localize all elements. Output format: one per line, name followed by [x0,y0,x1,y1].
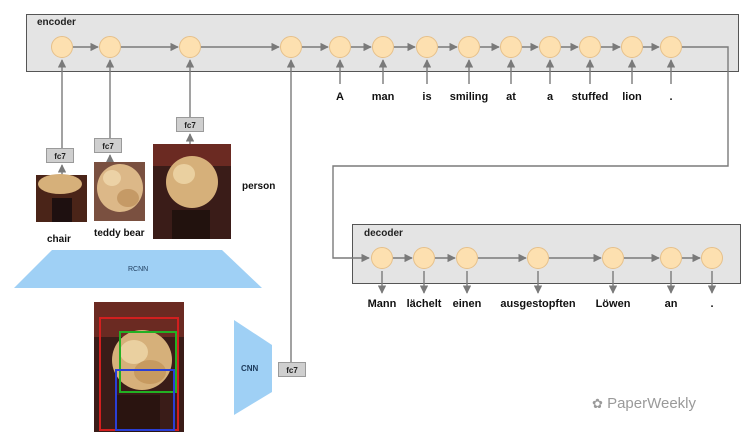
watermark: ✿ PaperWeekly [592,395,696,412]
encoder-word: lion [622,91,642,103]
encoder-word-node [660,36,682,58]
encoder-word: . [669,91,673,103]
cnn-label: CNN [241,364,259,373]
watermark-logo-icon: ✿ [592,396,603,411]
object-label-chair: chair [47,234,71,245]
rcnn-trapezoid [14,250,262,288]
decoder-word: Löwen [595,298,631,310]
decoder-word: an [664,298,678,310]
encoder-label: encoder [37,17,76,28]
encoder-image-node [51,36,73,58]
encoder-word-node [579,36,601,58]
decoder-word: . [710,298,714,310]
encoder-word-node [500,36,522,58]
encoder-word: man [371,91,395,103]
fc7-tag-chair: fc7 [46,148,74,163]
decoder-node [371,247,393,269]
encoder-word-node [539,36,561,58]
encoder-word: stuffed [571,91,609,103]
cnn-trapezoid [234,320,272,415]
encoder-word-node [621,36,643,58]
decoder-node [413,247,435,269]
decoder-word: lächelt [406,298,442,310]
decoder-word: ausgestopften [500,298,576,310]
decoder-node [456,247,478,269]
encoder-word-node [372,36,394,58]
encoder-word-node [416,36,438,58]
encoder-word: at [506,91,516,103]
fc7-tag-cnn: fc7 [278,362,306,377]
encoder-word-node [329,36,351,58]
rcnn-label: RCNN [128,266,149,273]
fc7-tag-teddy-bear: fc7 [94,138,122,153]
encoder-word-node [458,36,480,58]
object-label-teddy-bear: teddy bear [94,228,145,239]
encoder-word: is [422,91,432,103]
encoder-image-node [280,36,302,58]
encoder-to-decoder-arrow [332,46,729,263]
encoder-word: A [336,91,344,103]
decoder-word: Mann [367,298,397,310]
input-image [94,302,184,432]
encoder-word: a [546,91,554,103]
decoder-word: einen [452,298,482,310]
encoder-word: smiling [449,91,489,103]
decoder-node [701,247,723,269]
encoder-image-node [99,36,121,58]
encoder-image-node [179,36,201,58]
fc7-tag-person: fc7 [176,117,204,132]
chair-crop-image [36,174,87,222]
watermark-text: PaperWeekly [607,395,697,412]
decoder-node [660,247,682,269]
decoder-node [602,247,624,269]
person-crop-image [153,144,231,239]
decoder-label: decoder [364,228,403,239]
object-label-person: person [242,181,276,192]
teddy-bear-crop-image [94,162,145,221]
decoder-node [527,247,549,269]
